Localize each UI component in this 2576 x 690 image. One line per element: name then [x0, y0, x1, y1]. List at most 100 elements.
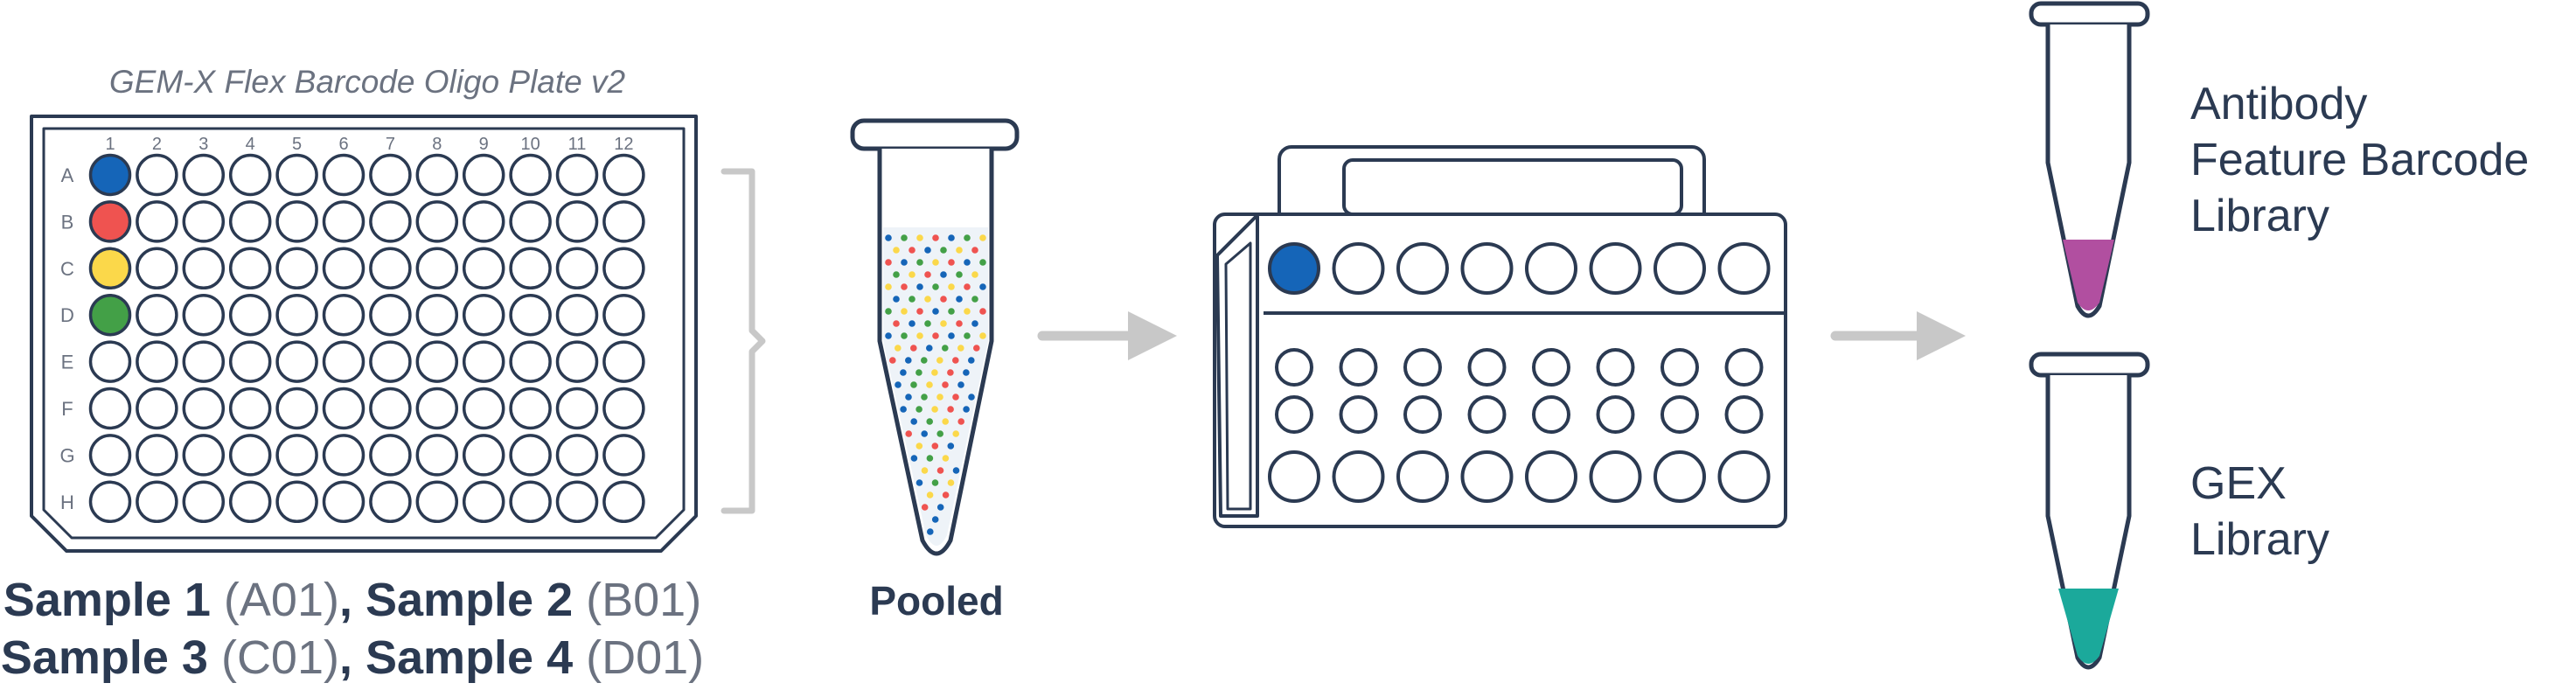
pooled-dot: [932, 308, 939, 315]
plate-well: [136, 480, 178, 524]
plate-well: [275, 480, 318, 524]
pooled-dot: [901, 234, 908, 241]
plate-well: [462, 293, 505, 337]
plate-well: [509, 434, 552, 477]
plate-well: [415, 293, 459, 337]
pooled-dot: [893, 296, 900, 303]
plate-well: [509, 200, 552, 243]
pooled-dot: [956, 247, 963, 254]
plate-well: [136, 247, 178, 290]
plate-well: [136, 387, 178, 430]
plate-well: [136, 293, 178, 337]
arrow-to-libraries: [1830, 311, 1966, 360]
pooled-dot: [921, 467, 929, 474]
chip-wells: [1268, 242, 1771, 503]
plate-well: [509, 293, 552, 337]
pooled-dot: [947, 369, 954, 376]
plate-well: [136, 200, 178, 243]
pooled-dot: [916, 369, 922, 376]
pooled-dot: [979, 234, 986, 241]
plate-well: [555, 480, 599, 524]
chip-well: [1724, 395, 1764, 434]
plate-well: [509, 387, 552, 430]
pooled-dot: [885, 259, 892, 266]
plate-well: [182, 340, 226, 383]
plate-well: [322, 387, 366, 430]
plate-well: [322, 340, 366, 383]
antibody-library-tube: [2029, 1, 2150, 318]
plate-well: [462, 247, 505, 290]
plate-well: [182, 293, 226, 337]
chip-well: [1275, 395, 1313, 434]
pooled-dot: [885, 283, 892, 290]
pooled-dot: [927, 528, 934, 535]
arrow-to-chip: [1037, 311, 1177, 360]
plate-well: [136, 434, 178, 477]
plate-well: [228, 387, 272, 430]
pooled-dot: [964, 308, 971, 315]
pooled-dot: [905, 394, 912, 401]
sample-name: Sample 2: [366, 574, 573, 626]
plate-well: [462, 480, 505, 524]
pooled-dot: [964, 259, 971, 266]
pooled-dot: [921, 394, 928, 401]
plate-well: [602, 480, 645, 524]
pooled-dot: [893, 271, 900, 278]
chip-well: [1460, 242, 1514, 295]
pooled-dot: [909, 296, 916, 303]
pooled-dot: [931, 443, 939, 450]
chip-well: [1467, 395, 1507, 434]
plate-well: [462, 387, 505, 430]
antibody-library-label: Antibody Feature Barcode Library: [2190, 79, 2529, 241]
pooled-dot: [936, 467, 944, 474]
sample-name: Sample 4: [366, 631, 573, 684]
plate-wells: [88, 153, 645, 524]
plate-well: [275, 200, 318, 243]
plate-well: [415, 340, 459, 383]
pooled-dot: [916, 443, 923, 450]
pooled-dot: [905, 430, 912, 437]
plate-well: [322, 247, 366, 290]
plate-well: [228, 247, 272, 290]
pooled-dot: [916, 308, 923, 315]
pooled-dot: [936, 394, 943, 401]
pooled-dot: [893, 320, 900, 327]
sample-well: (B01): [573, 574, 701, 626]
pooled-dot: [964, 234, 971, 241]
pooled-dot: [926, 418, 933, 425]
plate-well: [322, 434, 366, 477]
pooled-dot: [924, 271, 931, 278]
plate-well: [555, 200, 599, 243]
plate-row-label: C: [60, 258, 74, 280]
plate-well: [462, 200, 505, 243]
antibody-label-line3: Library: [2190, 191, 2329, 241]
chip-well: [1403, 395, 1442, 434]
plate-well-filled: [88, 247, 132, 290]
chip-well: [1275, 348, 1313, 387]
sample-name: Sample 1: [3, 574, 211, 626]
sample-separator: ,: [339, 631, 366, 684]
plate-well: [415, 434, 459, 477]
plate-well: [88, 340, 132, 383]
plate-well: [136, 340, 178, 383]
pooled-dot: [910, 345, 917, 352]
plate-well: [275, 387, 318, 430]
plate-well: [322, 200, 366, 243]
plate-well: [555, 340, 599, 383]
gex-library-label: GEX Library: [2190, 458, 2329, 565]
pooled-dot: [926, 381, 933, 388]
pooled-dot: [901, 259, 908, 266]
pooled-dot: [932, 234, 939, 241]
pooled-dot: [921, 430, 928, 437]
plate-column-label: 2: [152, 135, 162, 154]
chip-well: [1717, 450, 1771, 503]
plate-well: [228, 340, 272, 383]
plate-well: [462, 340, 505, 383]
pooled-dot: [948, 308, 955, 315]
chip-well: [1403, 348, 1442, 387]
pooled-dot: [909, 271, 916, 278]
plate-well-filled: [88, 153, 132, 197]
pooled-dot: [916, 283, 923, 290]
pooled-dot: [942, 345, 949, 352]
